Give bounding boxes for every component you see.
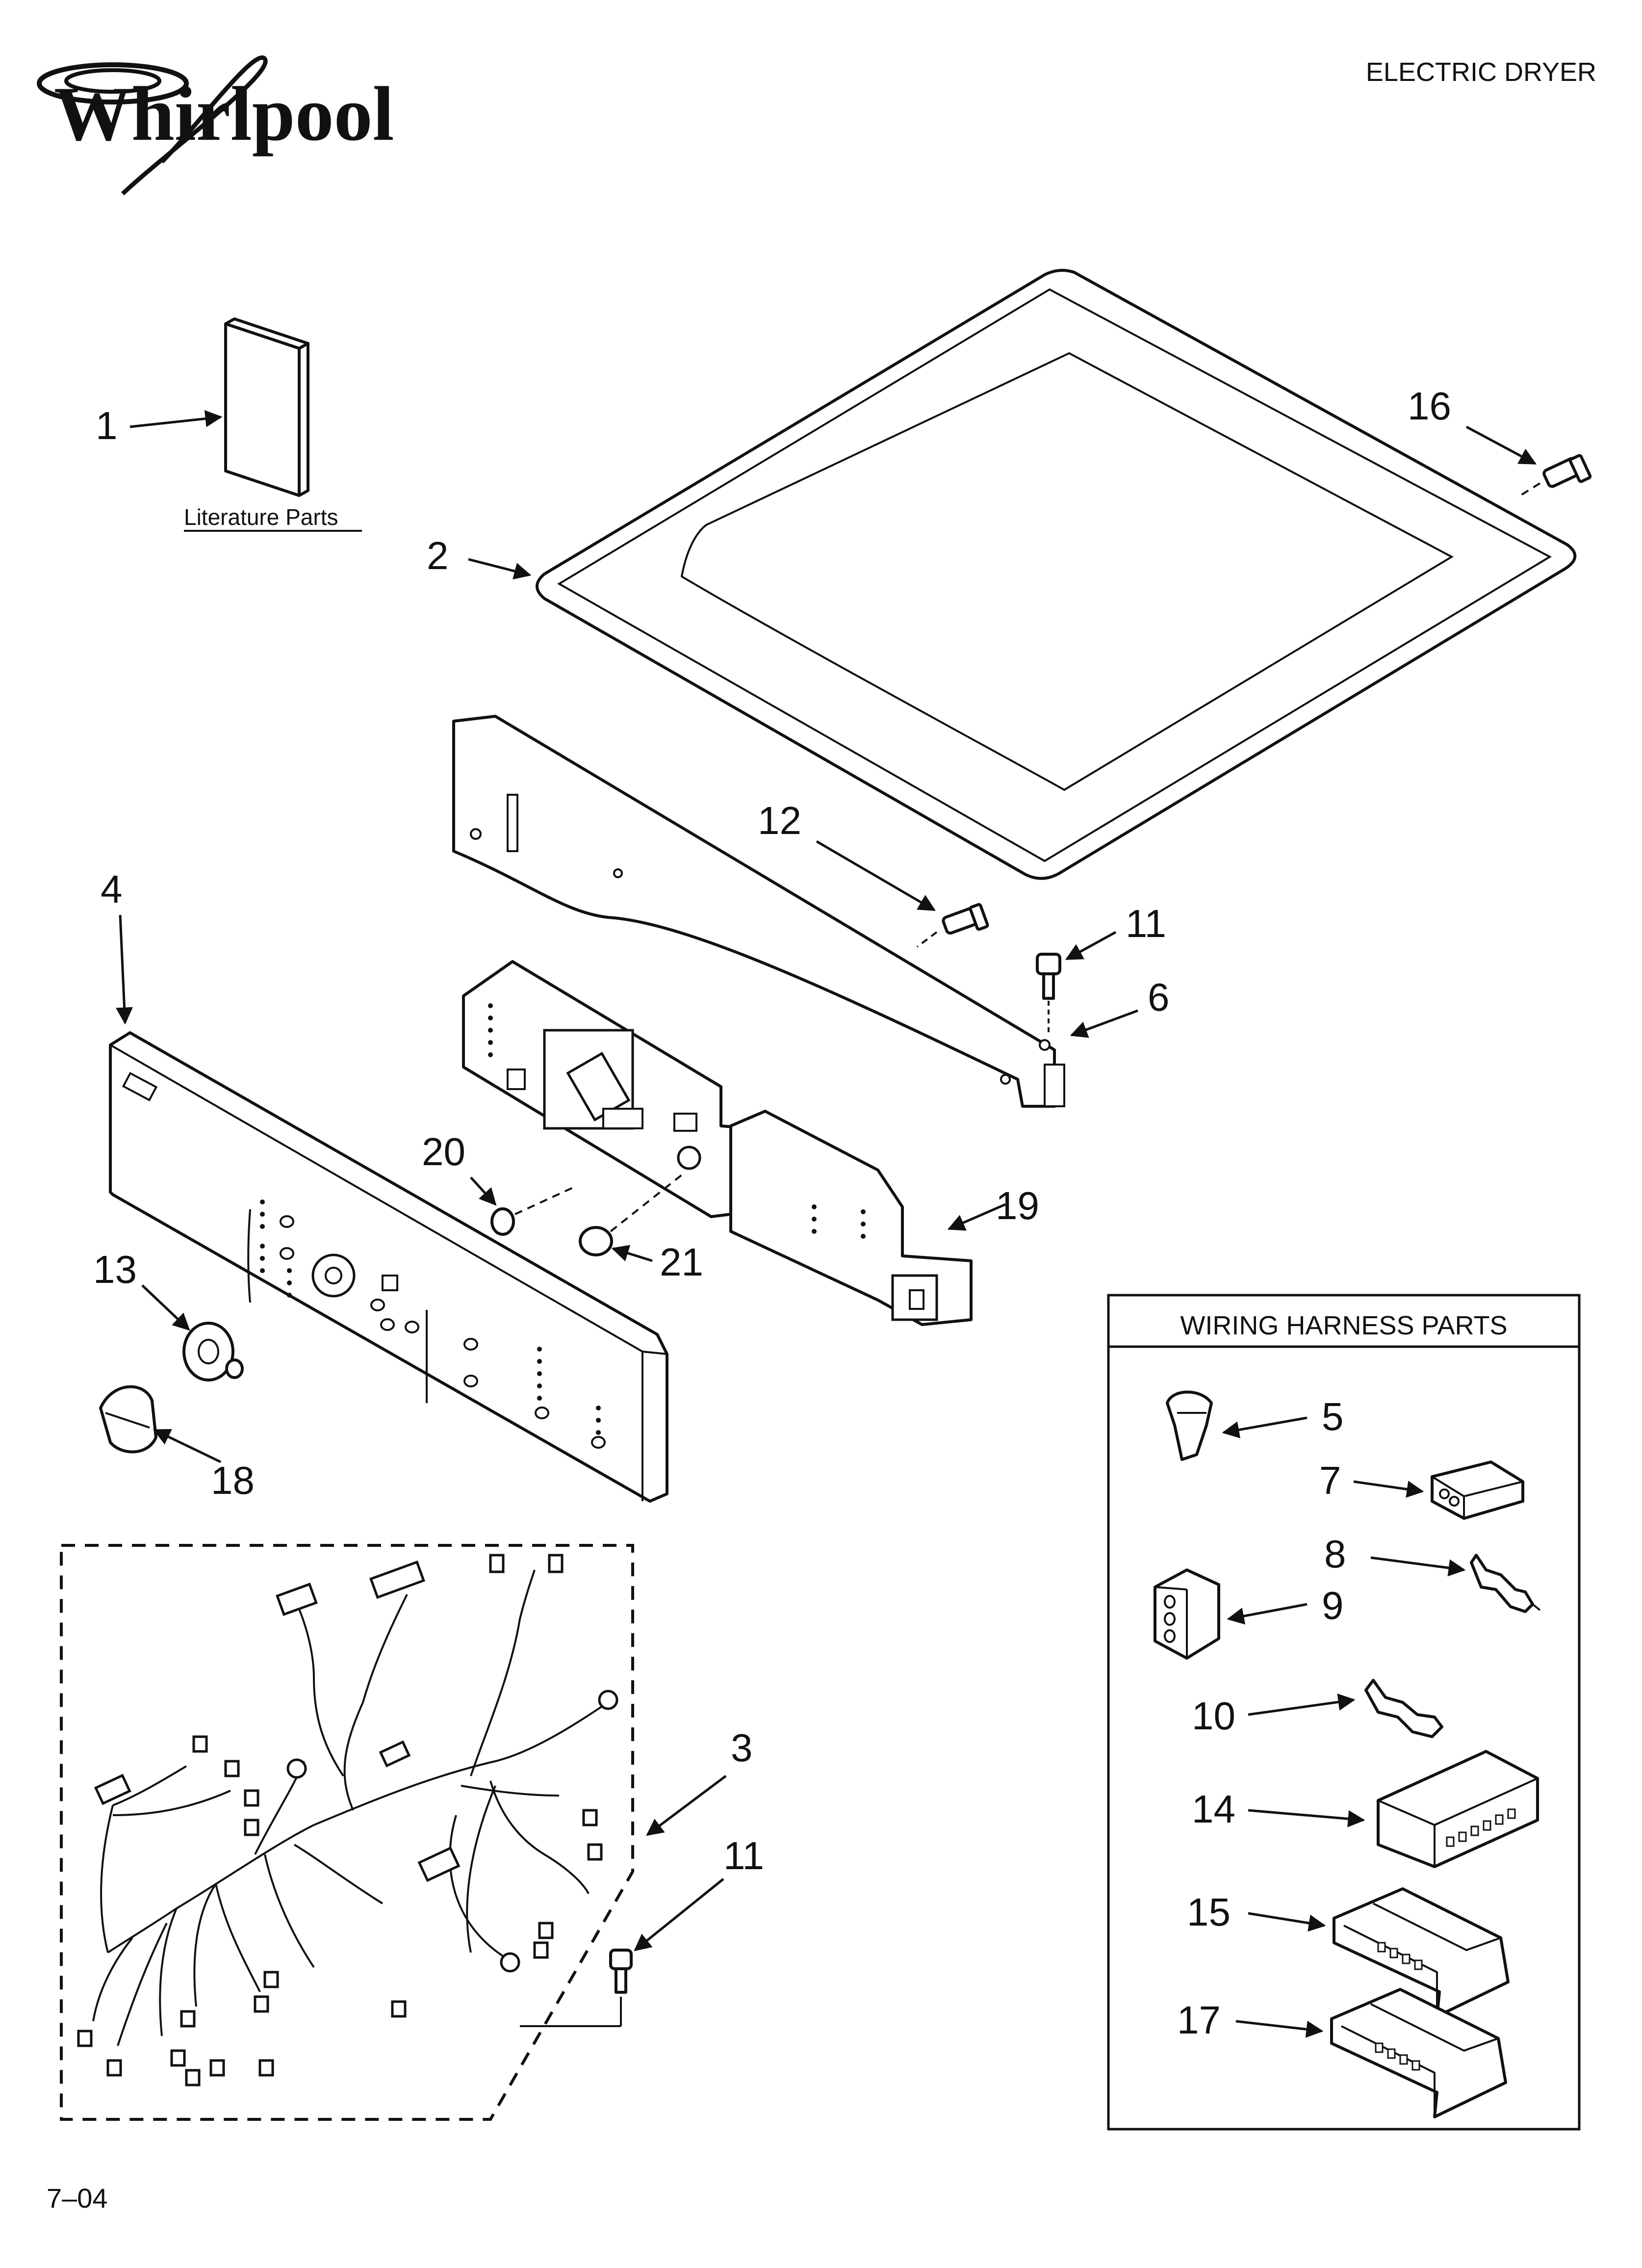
callout-7: 7 (1319, 1459, 1341, 1502)
part-12-screw-icon (942, 903, 989, 935)
callout-11-lower: 11 (723, 1834, 764, 1877)
part-4-console-panel (109, 1031, 668, 1503)
part-15-connector-block-icon (1333, 1887, 1510, 2018)
callout-20: 20 (422, 1130, 465, 1173)
callout-19: 19 (996, 1184, 1039, 1227)
callout-5: 5 (1322, 1395, 1344, 1438)
part-6-console-bracket (452, 715, 1065, 1108)
part-13-timer-dial (182, 1322, 244, 1382)
part-17-connector-block-icon (1330, 1988, 1507, 2118)
callout-14: 14 (1192, 1787, 1235, 1831)
part-19-control-housing (462, 960, 973, 1326)
literature-parts-label: Literature Parts (184, 504, 338, 530)
callout-2: 2 (427, 534, 449, 577)
part-10-terminal-icon (1364, 1679, 1443, 1738)
callout-10: 10 (1192, 1694, 1235, 1738)
part-7-connector-icon (1431, 1460, 1524, 1520)
part-18-knob (99, 1385, 157, 1454)
document-title: ELECTRIC DRYER (1366, 57, 1596, 87)
callout-6: 6 (1148, 975, 1170, 1019)
part-8-terminal-icon (1470, 1554, 1541, 1613)
callout-15: 15 (1187, 1890, 1231, 1934)
part-11-screw-icon-upper (1036, 953, 1061, 1035)
wiring-harness-parts-box (1107, 1294, 1581, 2131)
footer-code: 7–04 (47, 2183, 108, 2214)
callout-17: 17 (1177, 1998, 1221, 2042)
brand-name: Whirlpool (54, 71, 394, 157)
callout-21: 21 (660, 1240, 703, 1284)
whirlpool-logo: Whirlpool (37, 55, 394, 196)
part-5-clip-icon (1166, 1390, 1213, 1461)
part-2-top-panel (536, 269, 1577, 880)
callout-16: 16 (1408, 384, 1451, 428)
part-20-button (490, 1186, 574, 1236)
callout-11-upper: 11 (1126, 902, 1166, 945)
callout-9: 9 (1322, 1584, 1344, 1627)
callout-1: 1 (96, 404, 118, 447)
part-21-button (579, 1174, 683, 1256)
callout-12: 12 (758, 799, 801, 842)
part-11-screw-icon-lower (520, 1949, 633, 2027)
callout-13: 13 (93, 1248, 137, 1291)
part-16-screw-icon (1542, 454, 1592, 488)
callout-4: 4 (101, 867, 123, 911)
callout-3: 3 (731, 1726, 753, 1770)
part-1-literature-icon (224, 317, 309, 497)
part-14-module-icon (1377, 1750, 1539, 1868)
part-3-wire-harness (60, 1544, 634, 2121)
wiring-harness-title: WIRING HARNESS PARTS (1180, 1311, 1507, 1340)
callout-8: 8 (1324, 1532, 1346, 1576)
callout-18: 18 (211, 1459, 255, 1502)
part-9-plug-icon (1154, 1568, 1220, 1660)
